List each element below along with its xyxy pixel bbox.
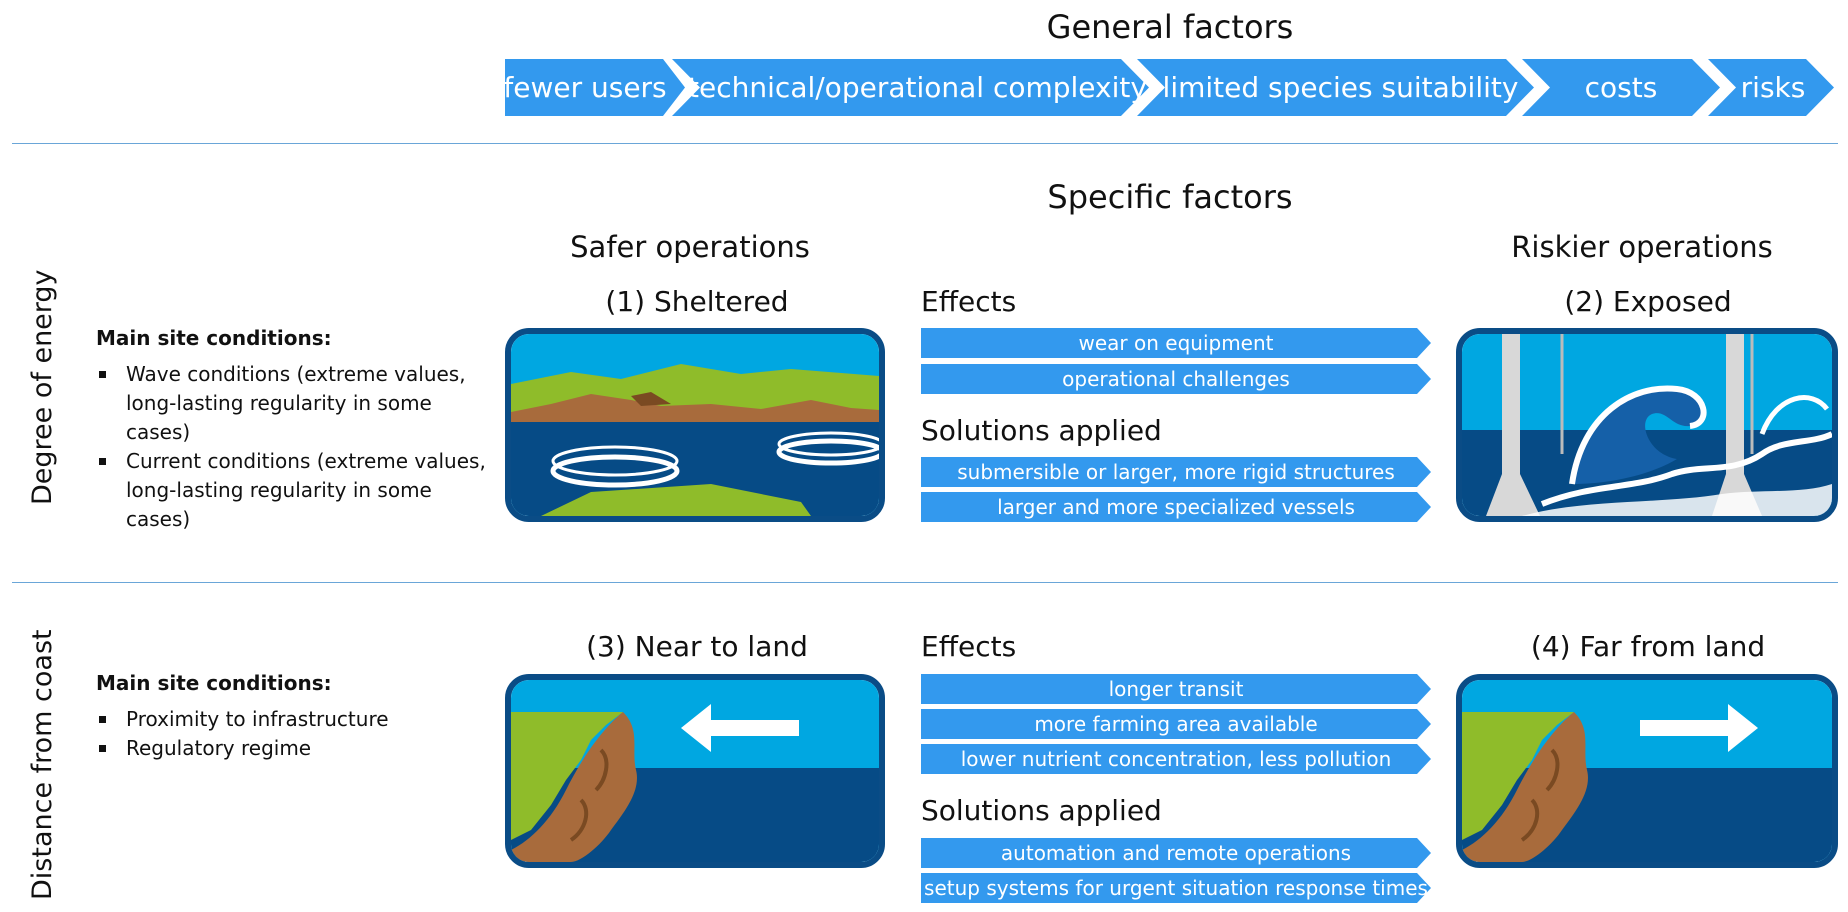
chevron-label: costs: [1584, 71, 1658, 104]
distance-solutions-heading: Solutions applied: [921, 794, 1162, 827]
arrow-label: lower nutrient concentration, less pollu…: [960, 747, 1392, 771]
divider-middle: [12, 582, 1838, 583]
distance-effects-heading: Effects: [921, 630, 1017, 663]
arrow-label: setup systems for urgent situation respo…: [924, 876, 1428, 900]
chevron-species-suitability: limited species suitability: [1137, 59, 1534, 116]
general-factors-title: General factors: [1046, 8, 1294, 46]
chevron-label: fewer users: [503, 71, 667, 104]
safer-operations-label: Safer operations: [570, 230, 810, 264]
sheltered-illustration: [505, 328, 885, 522]
exposed-illustration: [1456, 328, 1838, 522]
specific-factors-title: Specific factors: [1047, 178, 1293, 216]
distance-effect-arrow: more farming area available: [921, 709, 1431, 739]
conditions-heading: Main site conditions:: [96, 326, 332, 350]
arrow-label: longer transit: [1108, 677, 1244, 701]
near-to-land-illustration: [505, 674, 885, 868]
distance-solution-arrow: setup systems for urgent situation respo…: [921, 873, 1431, 903]
near-to-land-title: (3) Near to land: [586, 630, 808, 663]
conditions-heading: Main site conditions:: [96, 671, 332, 695]
chevron-costs: costs: [1522, 59, 1720, 116]
arrow-label: wear on equipment: [1078, 331, 1274, 355]
arrow-label: more farming area available: [1034, 712, 1318, 736]
degree-of-energy-label: Degree of energy: [27, 269, 58, 505]
condition-item: Proximity to infrastructure: [96, 705, 496, 734]
energy-effects-heading: Effects: [921, 285, 1017, 318]
arrow-label: automation and remote operations: [1000, 841, 1352, 865]
riskier-operations-label: Riskier operations: [1511, 230, 1773, 264]
chevron-risks: risks: [1708, 59, 1834, 116]
condition-item: Wave conditions (extreme values, long-la…: [96, 360, 496, 447]
arrow-label: submersible or larger, more rigid struct…: [957, 460, 1395, 484]
distance-from-coast-label: Distance from coast: [27, 629, 58, 900]
energy-effect-arrow: operational challenges: [921, 364, 1431, 394]
energy-solution-arrow: larger and more specialized vessels: [921, 492, 1431, 522]
far-from-land-illustration: [1456, 674, 1838, 868]
distance-effect-arrow: lower nutrient concentration, less pollu…: [921, 744, 1431, 774]
energy-effect-arrow: wear on equipment: [921, 328, 1431, 358]
arrow-label: operational challenges: [1062, 367, 1290, 391]
arrow-label: larger and more specialized vessels: [997, 495, 1355, 519]
energy-solutions-heading: Solutions applied: [921, 414, 1162, 447]
condition-item: Regulatory regime: [96, 734, 496, 763]
chevron-label: limited species suitability: [1162, 71, 1519, 104]
sheltered-title: (1) Sheltered: [605, 285, 789, 318]
divider-top: [12, 143, 1838, 144]
condition-item: Current conditions (extreme values, long…: [96, 447, 496, 534]
chevron-fewer-users: fewer users: [503, 59, 685, 116]
exposed-title: (2) Exposed: [1564, 285, 1732, 318]
chevron-label: technical/operational complexity: [688, 71, 1147, 104]
distance-conditions: Main site conditions: Proximity to infra…: [96, 671, 496, 763]
chevron-technical-complexity: technical/operational complexity: [672, 59, 1149, 116]
distance-effect-arrow: longer transit: [921, 674, 1431, 704]
chevron-label: risks: [1740, 71, 1806, 104]
far-from-land-title: (4) Far from land: [1530, 630, 1766, 663]
distance-solution-arrow: automation and remote operations: [921, 838, 1431, 868]
energy-solution-arrow: submersible or larger, more rigid struct…: [921, 457, 1431, 487]
energy-conditions: Main site conditions: Wave conditions (e…: [96, 326, 496, 534]
